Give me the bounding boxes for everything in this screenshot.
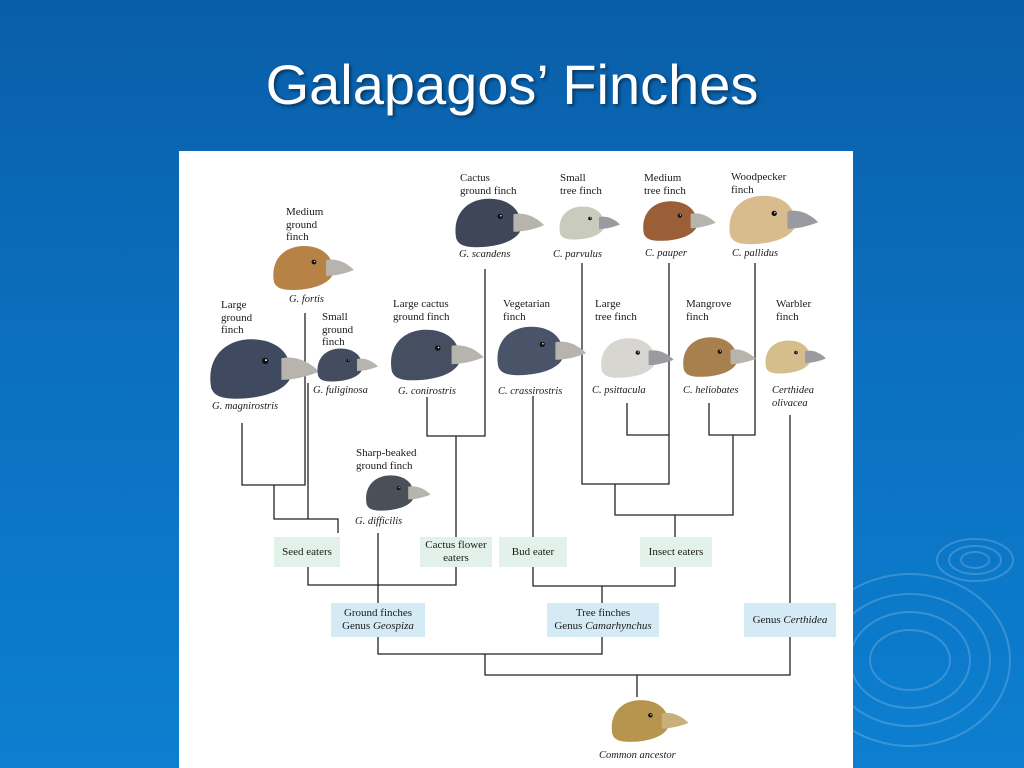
bird-g-fuliginosa [317, 348, 378, 382]
slide-title: Galapagos’ Finches [265, 53, 759, 116]
phylogeny-figure: Large ground finch Medium ground finch S… [179, 151, 853, 768]
genus-prefix-3: Genus [752, 613, 781, 626]
finch-label-large-cactus: Large cactus ground finch [393, 298, 450, 323]
finch-label-vegetarian: Vegetarian finch [503, 298, 551, 323]
branch-small-medium-tree [581, 263, 670, 485]
branch-mangrove-woodpecker [708, 263, 756, 436]
branch-bud-insect-join [532, 565, 676, 587]
species-label-c-psittacula: C. psittacula [592, 385, 646, 396]
branch-root-join [484, 636, 791, 676]
genus-camarhynchus-name: Camarhynchus [585, 620, 652, 632]
branch-small-ground-join [273, 485, 339, 533]
species-label-g-difficilis: G. difficilis [355, 516, 403, 527]
genus-geospiza-name: Geospiza [372, 620, 414, 632]
phylogeny-tree [210, 195, 826, 742]
finch-label-medium-ground: Medium ground finch [286, 206, 324, 243]
genus-certhidea-box: Genus Certhidea [744, 603, 836, 637]
branch-large-tree [626, 403, 669, 436]
species-label-c-pallidus: C. pallidus [732, 248, 779, 259]
finch-label-medium-tree: Medium tree finch [644, 172, 686, 197]
group-seed-eaters-label: Seed eaters [282, 545, 332, 558]
species-label-c-heliobates: C. heliobates [683, 385, 739, 396]
tree-finches-label: Tree finches [575, 607, 631, 619]
group-insect-eaters-label: Insect eaters [648, 545, 704, 558]
finch-label-small-tree: Small tree finch [560, 172, 602, 197]
species-label-g-conirostris: G. conirostris [398, 386, 456, 397]
bird-g-fortis [273, 246, 354, 290]
finch-label-cactus-ground: Cactus ground finch [460, 172, 517, 197]
finch-label-warbler: Warbler finch [776, 298, 812, 323]
branch-large-medium-ground [241, 313, 306, 486]
genus-camarhynchus-box: Tree finches Genus Camarhynchus [547, 603, 659, 637]
tree-branches [241, 263, 791, 697]
branch-tree-join [614, 435, 734, 516]
bird-certhidea-olivacea [765, 340, 826, 374]
species-label-c-parvulus: C. parvulus [553, 249, 603, 260]
genus-geospiza-line: Genus Geospiza [342, 620, 414, 633]
group-cactus-flower-eaters-label: Cactus flower eaters [425, 539, 487, 564]
bird-c-psittacula [601, 338, 674, 378]
group-bud-eater: Bud eater [499, 537, 567, 567]
genus-certhidea-line: Genus Certhidea [753, 614, 828, 627]
genus-prefix-1: Genus [342, 620, 371, 632]
bird-common-ancestor [611, 700, 689, 742]
bird-c-heliobates [683, 337, 756, 377]
finch-label-mangrove: Mangrove finch [686, 298, 732, 323]
bird-g-scandens [455, 198, 545, 248]
bird-g-magnirostris [210, 339, 320, 399]
group-insect-eaters: Insect eaters [640, 537, 712, 567]
common-ancestor-label: Common ancestor [599, 750, 676, 761]
group-bud-eater-label: Bud eater [511, 545, 555, 558]
branch-ground-tree-join [377, 636, 603, 655]
finch-label-large-ground: Large ground finch [221, 299, 253, 336]
species-label-g-fortis: G. fortis [289, 294, 325, 305]
species-label-g-scandens: G. scandens [459, 249, 511, 260]
bird-c-crassirostris [497, 326, 587, 376]
genus-certhidea-name: Certhidea [783, 613, 828, 626]
branch-seed-cactus-join [307, 566, 457, 586]
species-label-g-fuliginosa: G. fuliginosa [313, 385, 368, 396]
genus-prefix-2: Genus [554, 620, 583, 632]
bird-g-conirostris [391, 329, 484, 381]
species-label-c-crassirostris: C. crassirostris [498, 386, 563, 397]
genus-geospiza-box: Ground finches Genus Geospiza [331, 603, 425, 637]
finch-label-woodpecker: Woodpecker finch [731, 171, 787, 196]
bird-c-parvulus [559, 206, 620, 240]
bird-g-difficilis [366, 475, 431, 511]
species-label-certhidea-olivacea: Certhidea olivacea [772, 385, 814, 409]
finch-label-sharp-beaked: Sharp-beaked ground finch [356, 447, 417, 472]
ground-finches-label: Ground finches [343, 607, 413, 619]
finch-label-large-tree: Large tree finch [595, 298, 637, 323]
genus-camarhynchus-line: Genus Camarhynchus [554, 620, 651, 633]
group-seed-eaters: Seed eaters [274, 537, 340, 567]
species-label-g-magnirostris: G. magnirostris [212, 401, 279, 412]
finch-label-small-ground: Small ground finch [322, 311, 354, 348]
bird-c-pallidus [729, 195, 819, 245]
group-cactus-flower-eaters: Cactus flower eaters [420, 537, 492, 567]
bird-c-pauper [643, 201, 716, 241]
species-label-c-pauper: C. pauper [645, 248, 687, 259]
